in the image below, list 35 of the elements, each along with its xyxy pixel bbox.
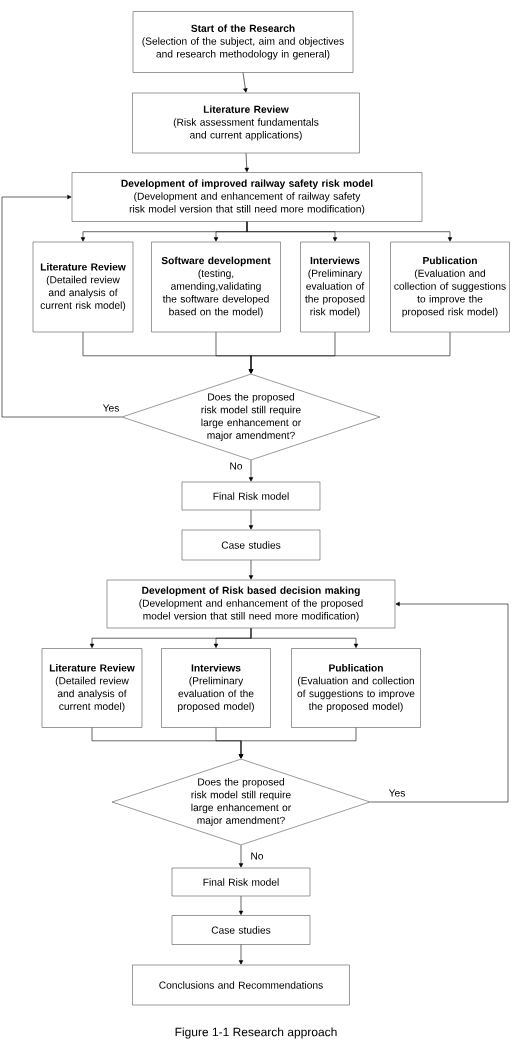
process-box: Final Risk model — [171, 867, 311, 897]
arrow — [238, 727, 357, 759]
arrow — [244, 152, 249, 172]
process-box: Interviews (Preliminary evaluation of the proposed model) — [161, 648, 271, 728]
process-box: Case studies — [181, 529, 321, 561]
process-box: Final Risk model — [181, 481, 321, 511]
process-box: Start of the Research (Selection of the subject, aim and objectives and research methodology in general) — [132, 11, 354, 73]
arrow — [1, 194, 123, 418]
arrow — [248, 509, 254, 530]
process-box: Publication (Evaluation and collection of suggestions to improve the proposed risk model) — [390, 241, 510, 333]
arrow — [248, 331, 451, 374]
process-box: Conclusions and Recommendations — [132, 964, 350, 1006]
arrow — [248, 459, 254, 482]
caption: Figure 1-1 Research approach — [175, 1027, 337, 1039]
edge-label: Yes — [387, 788, 407, 798]
arrow — [238, 844, 244, 868]
edge-label: Yes — [101, 403, 121, 413]
process-box: Literature Review (Detailed review and analysis of current risk model) — [32, 241, 134, 333]
process-box: Literature Review (Risk assessment fundamentals and current applications) — [132, 92, 360, 154]
arrow — [238, 895, 244, 915]
edge-label: No — [228, 461, 244, 471]
process-box: Literature Review (Detailed review and analysis of current model) — [41, 648, 143, 728]
process-box: Publication (Evaluation and collection of suggestions to improve the proposed model) — [291, 648, 421, 728]
arrow — [242, 72, 248, 93]
arrow — [238, 944, 244, 965]
arrow — [246, 221, 453, 242]
process-box: Case studies — [171, 915, 311, 945]
process-box: Development of improved railway safety risk model (Development and enhancement of railway safety risk model version that still need more modification) — [71, 172, 423, 222]
process-box: Software development (testing, amending,validating the software developed based on the model) — [151, 241, 281, 333]
process-box: Development of Risk based decision making (Development and enhancement of the proposed model version that still need more modification) — [106, 579, 396, 629]
arrow — [250, 627, 359, 648]
edge-label: No — [249, 851, 265, 861]
arrow — [369, 601, 509, 803]
process-box: Interviews (Preliminary evaluation of the proposed risk model) — [300, 241, 370, 333]
arrow — [248, 559, 254, 580]
